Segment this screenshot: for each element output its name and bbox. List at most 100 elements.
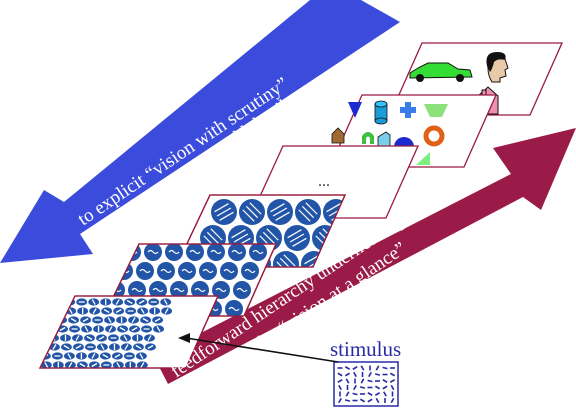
orientation-oval: [76, 361, 88, 368]
stimulus-line: [368, 371, 372, 378]
orientation-oval: [144, 334, 155, 342]
complex-texture-circle: [312, 225, 338, 251]
texture-circle: [249, 244, 267, 261]
texture-circle: [199, 262, 217, 280]
orientation-oval: [135, 352, 147, 360]
orientation-oval: [0, 352, 3, 359]
orientation-oval: [17, 307, 28, 314]
complex-texture-circle: [295, 199, 321, 225]
triangle-down-icon: [348, 102, 362, 118]
orientation-oval: [120, 334, 131, 342]
orientation-oval: [104, 316, 116, 324]
orientation-oval: [24, 334, 35, 341]
texture-circle: [165, 244, 183, 261]
complex-texture-circle: [284, 225, 310, 251]
texture-circle: [225, 300, 243, 316]
orientation-oval: [29, 361, 40, 368]
feedforward-arrow-shape: [154, 128, 576, 384]
orientation-oval: [137, 307, 149, 315]
orientation-oval: [0, 325, 8, 332]
orientation-oval: [81, 325, 93, 333]
stimulus-line: [353, 371, 357, 378]
texture-circle: [149, 281, 167, 299]
orientation-oval: [76, 298, 88, 306]
stimulus-line: [382, 385, 388, 390]
texture-circle: [136, 262, 154, 280]
orientation-oval: [53, 307, 65, 315]
orientation-oval: [120, 343, 132, 351]
stimulus-line: [367, 392, 373, 396]
orientation-oval: [84, 334, 95, 342]
complex-texture-circle: [267, 199, 293, 225]
half-circle-icon: [394, 137, 414, 147]
stimulus-line: [375, 365, 380, 371]
orientation-oval: [60, 343, 72, 351]
orientation-oval: [68, 316, 80, 324]
orientation-oval: [89, 307, 101, 315]
stimulus-line: [367, 379, 373, 383]
stimulus-line: [345, 378, 350, 384]
orientation-oval: [153, 325, 165, 333]
orientation-oval: [125, 307, 137, 315]
stimulus-label: stimulus: [330, 337, 401, 361]
orientation-oval: [140, 316, 152, 324]
stimulus-line: [359, 398, 366, 403]
stimulus-line: [374, 392, 381, 396]
orientation-oval: [16, 352, 27, 359]
orientation-oval: [96, 343, 108, 351]
orientation-oval: [124, 361, 136, 368]
orientation-oval: [148, 298, 160, 306]
orientation-oval: [9, 325, 20, 332]
orientation-oval: [40, 334, 47, 342]
stimulus: stimulus: [178, 333, 401, 407]
orientation-oval: [1, 343, 12, 350]
orientation-oval: [84, 343, 96, 351]
orientation-oval: [72, 334, 83, 342]
trapezoid-icon: [424, 104, 448, 117]
orientation-oval: [44, 316, 56, 324]
complex-texture-circle: [211, 199, 237, 225]
car-icon: [409, 62, 473, 82]
texture-circle: [241, 262, 259, 280]
stimulus-line: [383, 391, 387, 397]
orientation-oval: [4, 298, 15, 305]
orientation-oval: [64, 361, 76, 368]
stimulus-line: [389, 379, 396, 383]
cross-icon: [400, 102, 416, 118]
stimulus-line: [367, 398, 373, 403]
texture-circle: [191, 281, 209, 299]
orientation-oval: [112, 298, 124, 306]
pentagon-house-icon: [331, 127, 345, 144]
orientation-oval: [4, 352, 15, 359]
texture-circle: [228, 244, 246, 261]
orientation-oval: [99, 352, 111, 360]
texture-circle: [128, 281, 146, 299]
orientation-oval: [96, 334, 107, 342]
orientation-oval: [5, 361, 16, 368]
orientation-oval: [40, 307, 41, 315]
stimulus-line: [344, 372, 351, 377]
orientation-oval: [52, 361, 64, 368]
orientation-oval: [160, 298, 172, 306]
face-icon: [486, 52, 509, 83]
orientation-oval: [17, 361, 28, 368]
orientation-oval: [25, 343, 36, 350]
orientation-oval: [40, 361, 52, 368]
orientation-oval: [80, 316, 92, 324]
orientation-oval: [88, 298, 100, 306]
stimulus-line: [352, 392, 358, 396]
orientation-oval: [5, 307, 16, 314]
ellipsis-label: ...: [318, 173, 330, 190]
stimulus-line: [375, 397, 380, 404]
orientation-oval: [149, 307, 161, 315]
orientation-oval: [12, 334, 23, 341]
orientation-oval: [13, 343, 24, 350]
orientation-oval: [161, 307, 173, 315]
orientation-oval: [144, 343, 156, 351]
arch-icon: [362, 132, 374, 144]
orientation-oval: [0, 361, 4, 368]
stimulus-line: [390, 384, 395, 391]
stimulus-line: [344, 366, 351, 370]
texture-circle: [144, 244, 162, 261]
stimulus-line: [344, 399, 351, 402]
